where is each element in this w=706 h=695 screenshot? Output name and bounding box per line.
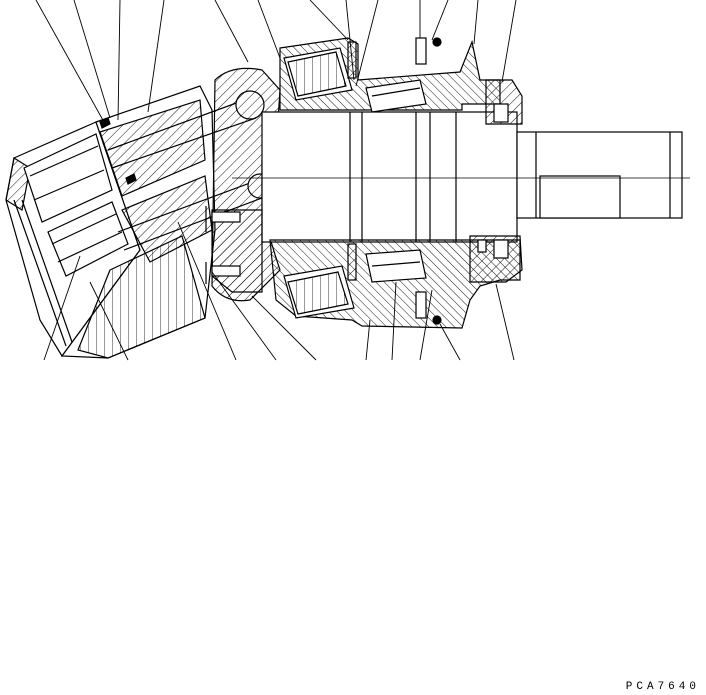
pump-cross-section-drawing: [5, 0, 690, 361]
front-bearing-upper: [283, 47, 353, 101]
cylinder-block: [5, 85, 273, 359]
o-ring-lower: [432, 315, 442, 325]
front-bearing-lower: [283, 265, 355, 319]
leader-lines: [35, 0, 517, 361]
drive-shaft: [211, 67, 690, 302]
drawing-reference-code: PCA7640: [625, 681, 700, 693]
o-ring-upper: [432, 37, 442, 47]
rear-bearing-lower: [365, 249, 427, 283]
rear-bearing-upper: [365, 79, 427, 113]
